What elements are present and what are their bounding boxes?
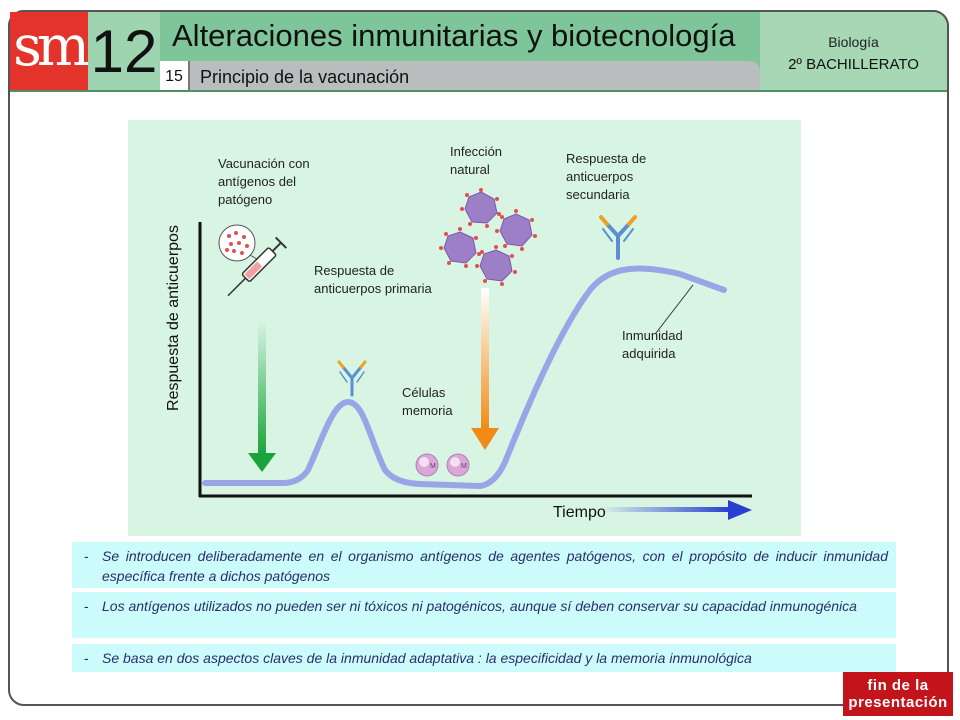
virus-icon (443, 191, 533, 282)
label-acquired-immunity: Inmunidad adquirida (622, 328, 683, 361)
memory-cell-glyph: M (461, 463, 467, 470)
course-box (760, 12, 947, 90)
memory-cell-glyph: M (430, 463, 436, 470)
memory-cell-icon (415, 453, 470, 477)
bullet-marker: - (84, 650, 89, 666)
level-label: 2º BACHILLERATO (788, 56, 919, 73)
section-number: 15 (160, 61, 190, 90)
vaccination-arrow (248, 320, 276, 472)
section-bar (160, 61, 760, 90)
label-secondary-response: Respuesta de anticuerpos secundaria (566, 151, 647, 202)
label-memory-cells: Células memoria (402, 385, 453, 418)
antibody-response-curve (202, 265, 727, 490)
virus-spikes-icon (439, 188, 537, 286)
bullet-text: Los antígenos utilizados no pueden ser n… (102, 598, 857, 614)
infection-arrow (471, 288, 499, 450)
bullet-marker: - (84, 598, 89, 614)
publisher-logo: sm (10, 12, 90, 90)
time-arrow (600, 500, 752, 520)
immunity-pointer (655, 284, 694, 334)
end-presentation-button[interactable]: fin de la presentación (843, 672, 953, 716)
y-axis-label: Respuesta de anticuerpos (165, 225, 182, 411)
chapter-number: 12 (88, 12, 160, 90)
bullet-marker: - (84, 548, 89, 564)
label-vaccination: Vacunación con antígenos del patógeno (218, 156, 310, 207)
subject-label: Biología (828, 34, 879, 50)
syringe-icon (218, 224, 287, 297)
bullet-text: Se introducen deliberadamente en el orga… (102, 548, 888, 584)
x-axis-label: Tiempo (553, 504, 606, 521)
page-title: Alteraciones inmunitarias y biotecnologí… (172, 18, 736, 53)
antibody-secondary-icon (599, 215, 637, 260)
bullet-item: - Se basa en dos aspectos claves de la i… (72, 644, 896, 672)
antibody-primary-icon (337, 360, 367, 397)
section-title: Principio de la vacunación (200, 67, 410, 87)
bullet-item: - Se introducen deliberadamente en el or… (72, 542, 896, 588)
label-infection: Infección natural (450, 144, 503, 177)
bullet-text: Se basa en dos aspectos claves de la inm… (102, 650, 752, 666)
bullet-item: - Los antígenos utilizados no pueden ser… (72, 592, 896, 638)
label-primary-response: Respuesta de anticuerpos primaria (314, 263, 432, 296)
